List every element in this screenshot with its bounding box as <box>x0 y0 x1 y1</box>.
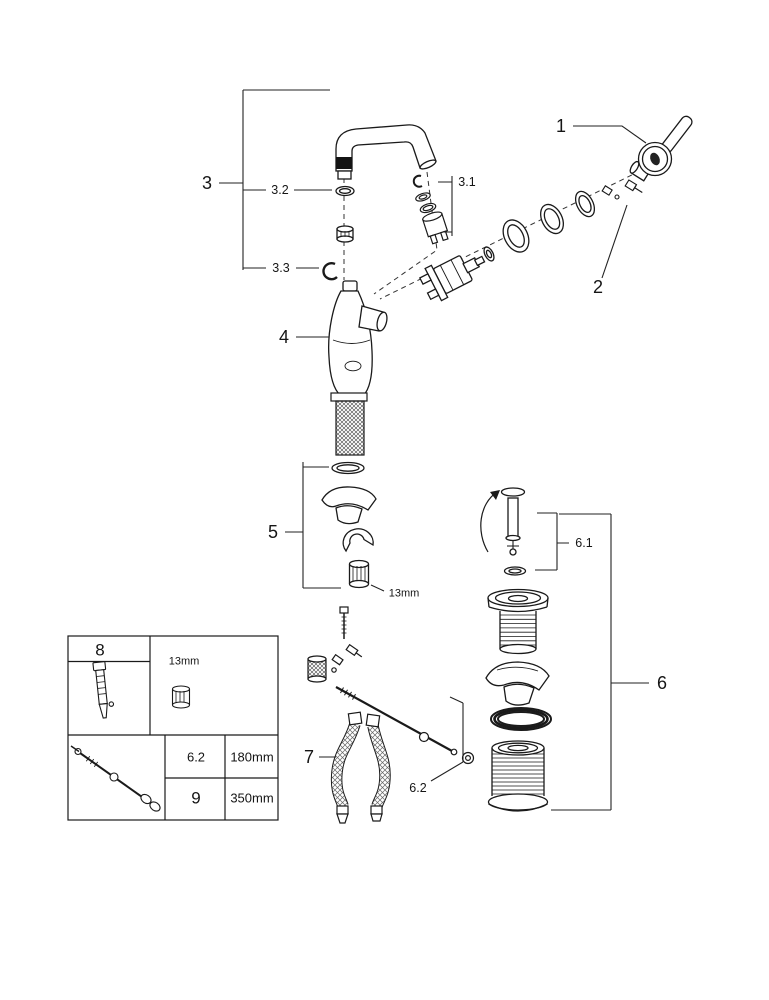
drain-flange-drawing <box>487 588 549 655</box>
callout-6-2: 6.2 <box>409 780 427 795</box>
legend-tool-number: 8 <box>95 640 105 660</box>
callout-7: 7 <box>303 747 315 767</box>
legend-nut-size-label: 13mm <box>168 655 200 668</box>
callout-4: 4 <box>278 327 290 347</box>
legend-nut-drawing <box>171 685 191 709</box>
callout-3-1: 3.1 <box>458 174 476 189</box>
shank-drawing <box>330 392 368 456</box>
callout-3-3: 3.3 <box>272 260 290 275</box>
legend-tool-drawing <box>92 661 115 719</box>
callout-2: 2 <box>592 277 604 297</box>
callout-6: 6 <box>656 673 668 693</box>
handle-screws <box>601 179 643 200</box>
drain-clamp-drawing <box>485 661 550 706</box>
drain-oring-drawing <box>490 707 552 731</box>
callout-3: 3 <box>201 173 213 193</box>
mounting-parts <box>321 461 377 589</box>
cartridge-parts <box>418 190 596 302</box>
legend-row1-length: 180mm <box>230 749 274 765</box>
callout-5: 5 <box>267 522 279 542</box>
body-drawing <box>328 280 388 397</box>
callout-1: 1 <box>555 116 567 136</box>
callout-lines <box>219 89 649 811</box>
legend-rod-drawing <box>70 745 161 812</box>
legend-row1-number: 6.2 <box>186 749 206 765</box>
callout-3-2: 3.2 <box>271 182 289 197</box>
plunger-drawing <box>480 487 527 576</box>
legend-row2-length: 350mm <box>230 790 274 806</box>
wrench-size-label: 13mm <box>388 587 420 600</box>
handle-drawing <box>629 115 693 182</box>
legend-box <box>67 635 279 821</box>
spout-connector-parts <box>412 174 449 245</box>
rod-parts <box>307 606 475 765</box>
spout-drawing <box>335 124 437 180</box>
hose-drawing <box>330 711 391 824</box>
drain-body-drawing <box>487 740 549 812</box>
spout-seal-parts <box>322 185 355 281</box>
callout-6-1: 6.1 <box>575 535 593 550</box>
legend-row2-number: 9 <box>191 788 201 808</box>
